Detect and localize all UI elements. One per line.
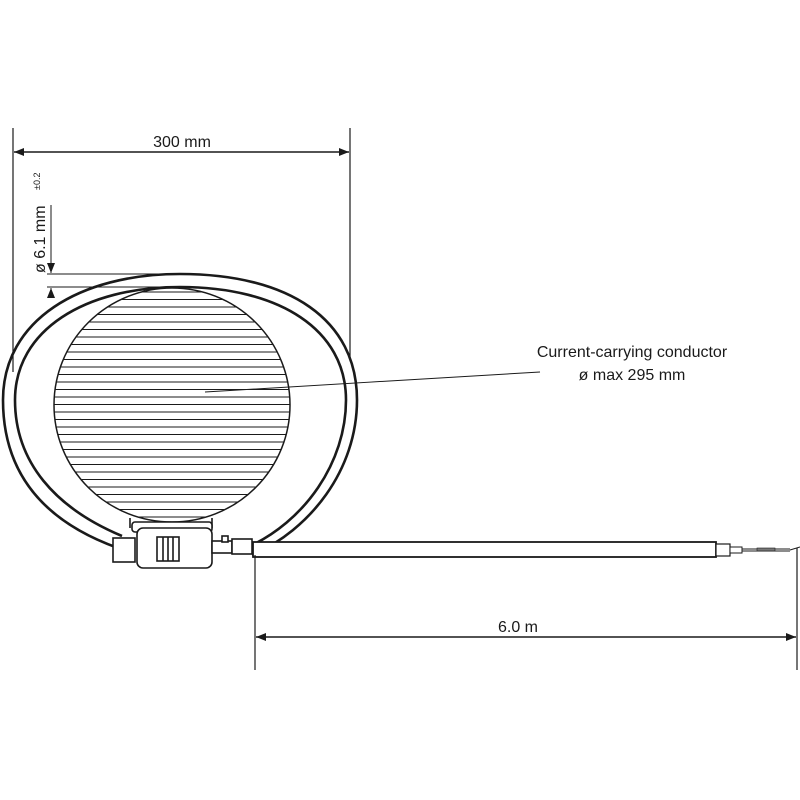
conductor [53,287,291,523]
rogowski-coil [1,272,359,557]
coil-connector [112,518,253,569]
width-label: 300 mm [153,134,211,151]
wire-diameter-tolerance: ±0.2 [32,173,42,190]
cable-length-label: 6.0 m [498,619,538,636]
output-cable [252,541,800,558]
conductor-label-line2: ø max 295 mm [579,367,686,384]
cable-length-dimension [254,548,798,670]
wire-diameter-dimension [47,205,180,298]
width-dimension [12,128,351,372]
conductor-label-line1: Current-carrying conductor [537,344,728,361]
wire-diameter-label: ø 6.1 mm [32,205,49,273]
conductor-leader-line [204,371,541,393]
